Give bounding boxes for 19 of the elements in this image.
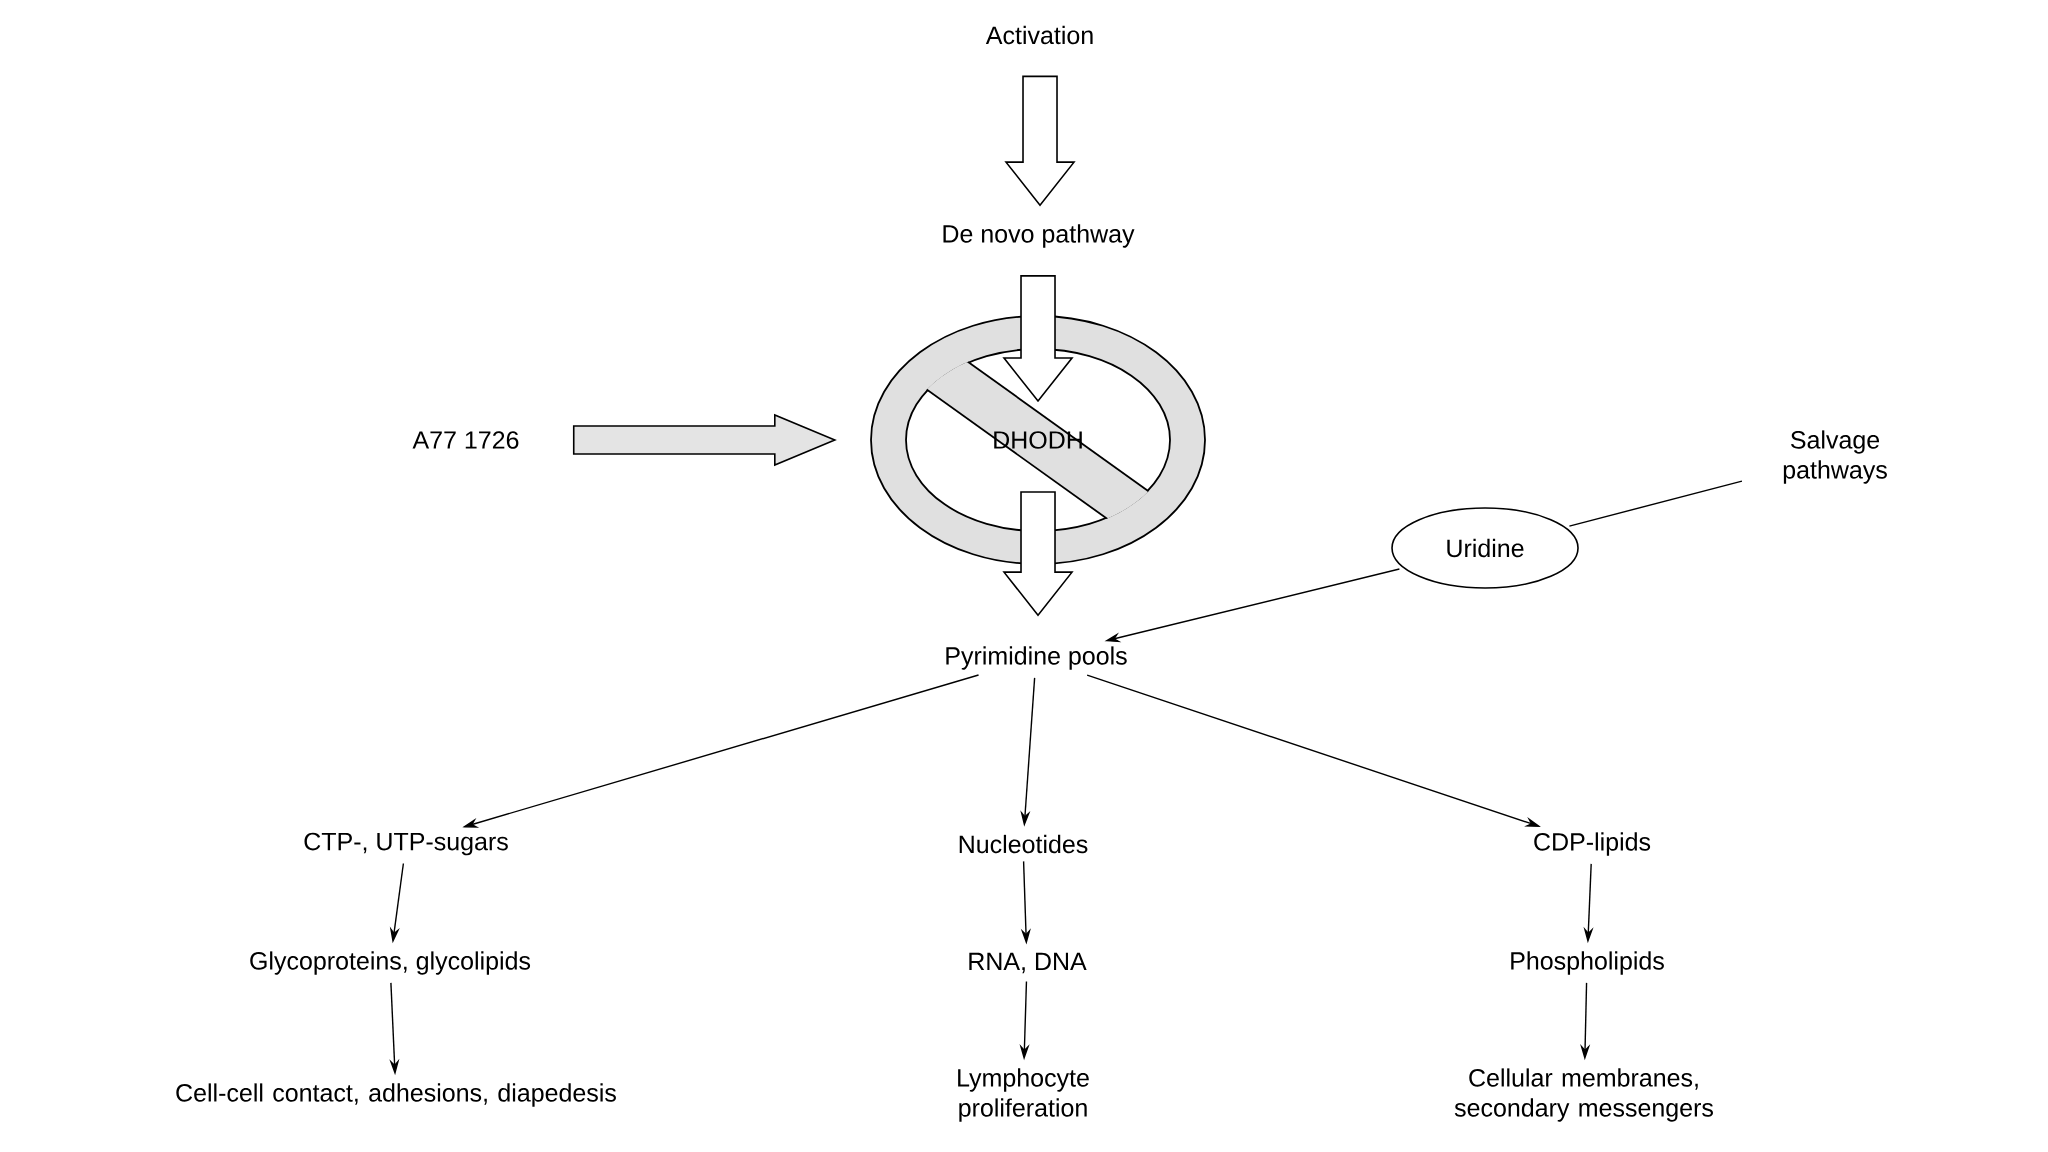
- block-arrow: [1002, 491, 1074, 617]
- step-label: Glycoproteins, glycolipids: [250, 951, 531, 975]
- step-label: Pyrimidine pools: [946, 646, 1127, 670]
- step-label: De novo pathway: [943, 224, 1135, 248]
- outcome-label: Cellular membranes, secondary messengers: [1454, 1068, 1713, 1122]
- outcome-label: Cell-cell contact, adhesions, diapedesis: [176, 1083, 616, 1107]
- inhibitor-label: A77 1726: [412, 431, 519, 449]
- block-arrow: [1002, 275, 1074, 403]
- block-arrow: [1004, 75, 1076, 207]
- step-label: Salvage pathways: [1783, 430, 1887, 484]
- step-label: RNA, DNA: [969, 952, 1087, 974]
- step-label: Activation: [985, 25, 1093, 45]
- connector-line: [1568, 480, 1743, 527]
- step-label: Phospholipids: [1511, 951, 1664, 975]
- step-label: CDP-lipids: [1534, 832, 1651, 856]
- block-arrow: [572, 413, 837, 467]
- outcome-label: Lymphocyte proliferation: [958, 1068, 1089, 1122]
- step-label: Nucleotides: [959, 834, 1088, 854]
- step-label: CTP-, UTP-sugars: [304, 832, 508, 856]
